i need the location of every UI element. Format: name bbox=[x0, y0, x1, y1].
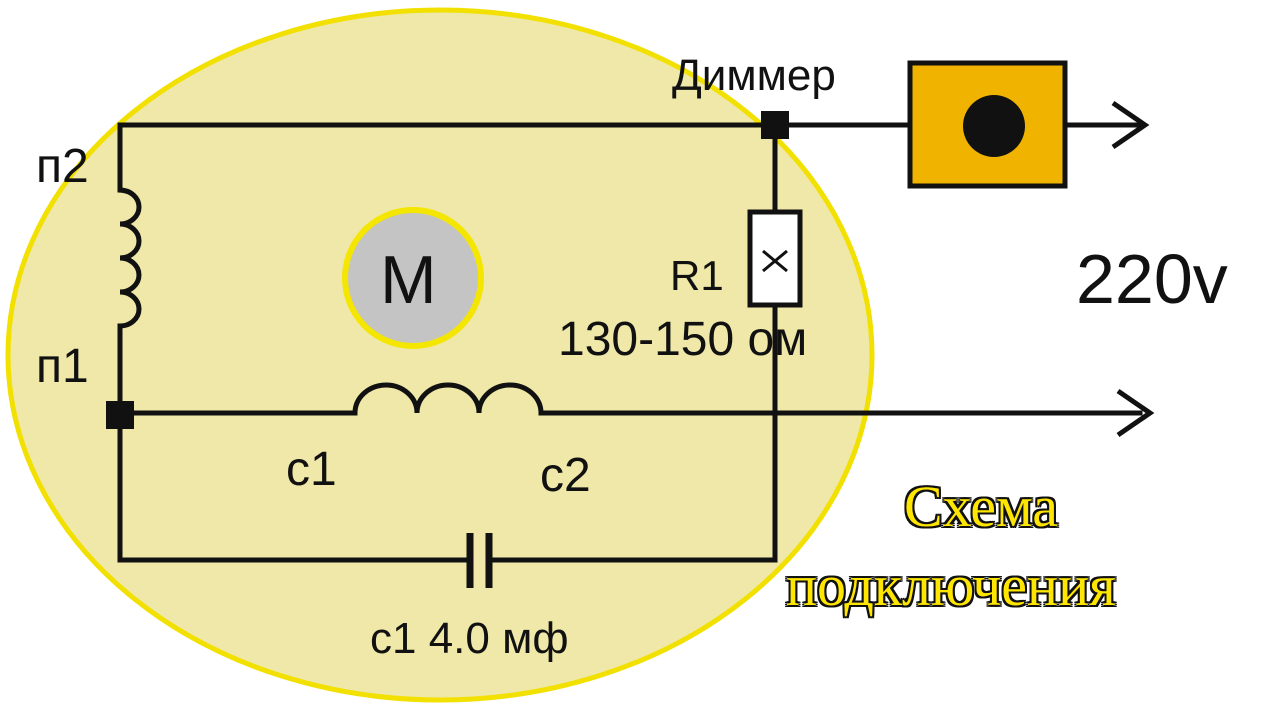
resistor-mark-b bbox=[762, 249, 788, 273]
coil-c1-c2 bbox=[352, 382, 544, 416]
motor-label: M bbox=[380, 242, 437, 318]
title-line-1: Схема bbox=[904, 474, 1059, 539]
motor-symbol bbox=[342, 207, 484, 349]
terminal-c2-label: с2 bbox=[540, 449, 591, 502]
junction-n1 bbox=[106, 401, 134, 429]
arrow-top-icon bbox=[1111, 100, 1150, 150]
resistor-name-label: R1 bbox=[670, 252, 724, 299]
dimmer-knob-icon bbox=[963, 95, 1025, 157]
voltage-label: 220v bbox=[1076, 240, 1228, 318]
resistor-r1 bbox=[747, 209, 803, 308]
capacitor-label: с1 4.0 мф bbox=[370, 614, 569, 663]
junction-top-right bbox=[761, 111, 789, 139]
terminal-c1-label: с1 bbox=[286, 443, 337, 496]
background-ellipse bbox=[5, 7, 875, 703]
terminal-n1-label: п1 bbox=[36, 340, 89, 393]
arrow-bottom-icon bbox=[1116, 388, 1155, 438]
dimmer-label: Диммер bbox=[672, 51, 836, 100]
terminal-n2-label: п2 bbox=[36, 140, 89, 193]
title-line-2: подключения bbox=[786, 553, 1116, 618]
coil-n1-n2 bbox=[117, 187, 142, 348]
resistor-value-label: 130-150 ом bbox=[558, 313, 808, 366]
